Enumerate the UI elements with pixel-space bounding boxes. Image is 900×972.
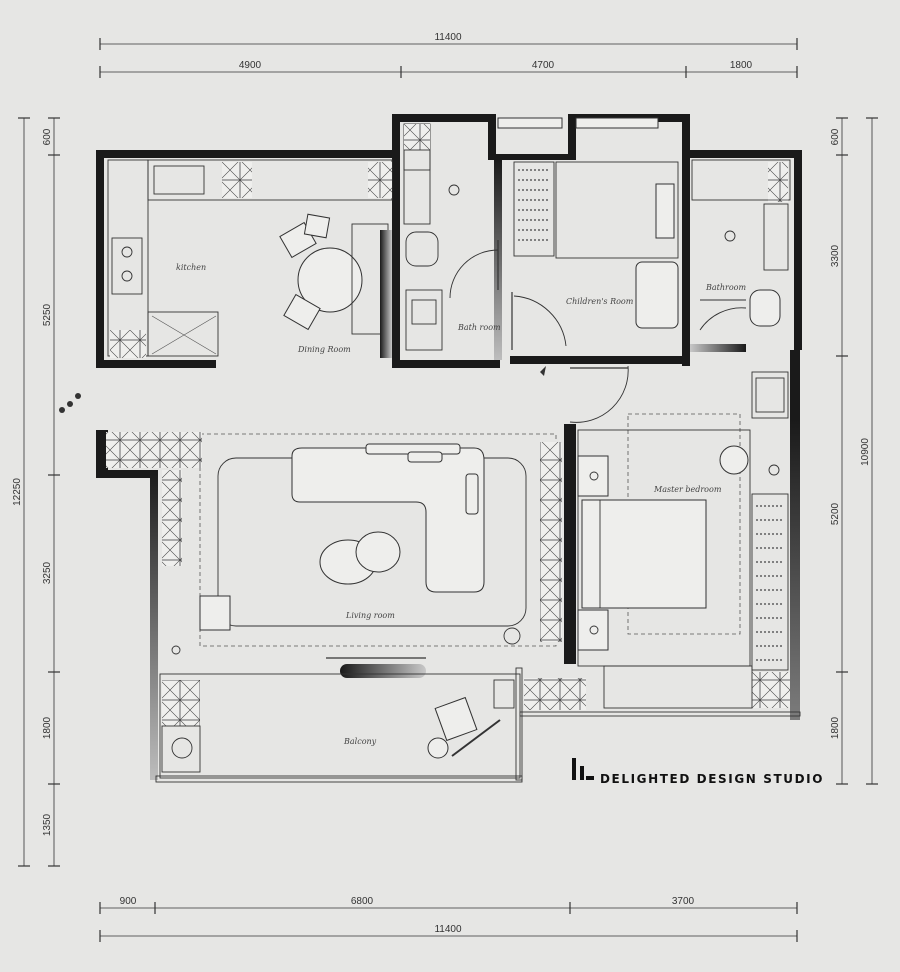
studio-name: DELIGHTED DESIGN STUDIO (600, 772, 824, 786)
room-label-master: Master bedroom (653, 485, 722, 494)
room-label-balcony: Balcony (343, 737, 377, 746)
room-label-kitchen: kitchen (176, 263, 206, 272)
bathroom-right: Bathroom (691, 159, 791, 331)
dim-top-seg-1: 4900 (239, 60, 262, 71)
room-label-living: Living room (345, 611, 395, 620)
dim-right-total: 10900 (860, 438, 871, 466)
dim-bottom-total: 11400 (434, 924, 462, 935)
childrens-room: Children's Room (497, 117, 679, 350)
dimension-left: 12250 600 5250 3250 1800 1350 (12, 117, 60, 867)
dim-left-total: 12250 (12, 478, 23, 506)
bath-room: Bath room (403, 123, 501, 351)
dim-right-seg-3: 5200 (830, 502, 841, 525)
dim-bottom-seg-3: 3700 (672, 896, 695, 907)
dim-right-seg-4: 1800 (830, 716, 841, 739)
dim-left-seg-4: 1800 (42, 716, 53, 739)
room-label-dining: Dining Room (297, 345, 351, 354)
dim-bottom-seg-2: 6800 (351, 896, 374, 907)
master-bedroom: Master bedroom (577, 371, 790, 709)
dim-top-total: 11400 (434, 32, 462, 43)
dimension-bottom: 900 6800 3700 11400 (99, 896, 798, 942)
dim-left-seg-2: 5250 (42, 303, 53, 326)
room-label-bath2: Bathroom (705, 283, 746, 292)
dim-left-seg-5: 1350 (42, 813, 53, 836)
dim-right-seg-1: 600 (830, 128, 841, 145)
dim-top-seg-2: 4700 (532, 60, 555, 71)
room-label-children: Children's Room (566, 297, 634, 306)
balcony: Balcony (159, 673, 586, 779)
dim-right-seg-2: 3300 (830, 244, 841, 267)
room-label-bath: Bath room (457, 323, 501, 332)
dimension-right: 600 3300 5200 1800 10900 (830, 117, 878, 785)
dim-left-seg-1: 600 (42, 128, 53, 145)
hallway (59, 365, 629, 423)
dining-room: Dining Room (279, 213, 392, 358)
dim-top-seg-3: 1800 (730, 60, 753, 71)
dimension-top: 11400 4900 4700 1800 (99, 32, 798, 78)
living-room: Living room (106, 432, 562, 678)
kitchen: kitchen (107, 159, 393, 358)
dim-bottom-seg-1: 900 (120, 896, 137, 907)
studio-logo: DELIGHTED DESIGN STUDIO (572, 758, 824, 786)
dim-left-seg-3: 3250 (42, 561, 53, 584)
studio-logo-icon (572, 758, 594, 780)
